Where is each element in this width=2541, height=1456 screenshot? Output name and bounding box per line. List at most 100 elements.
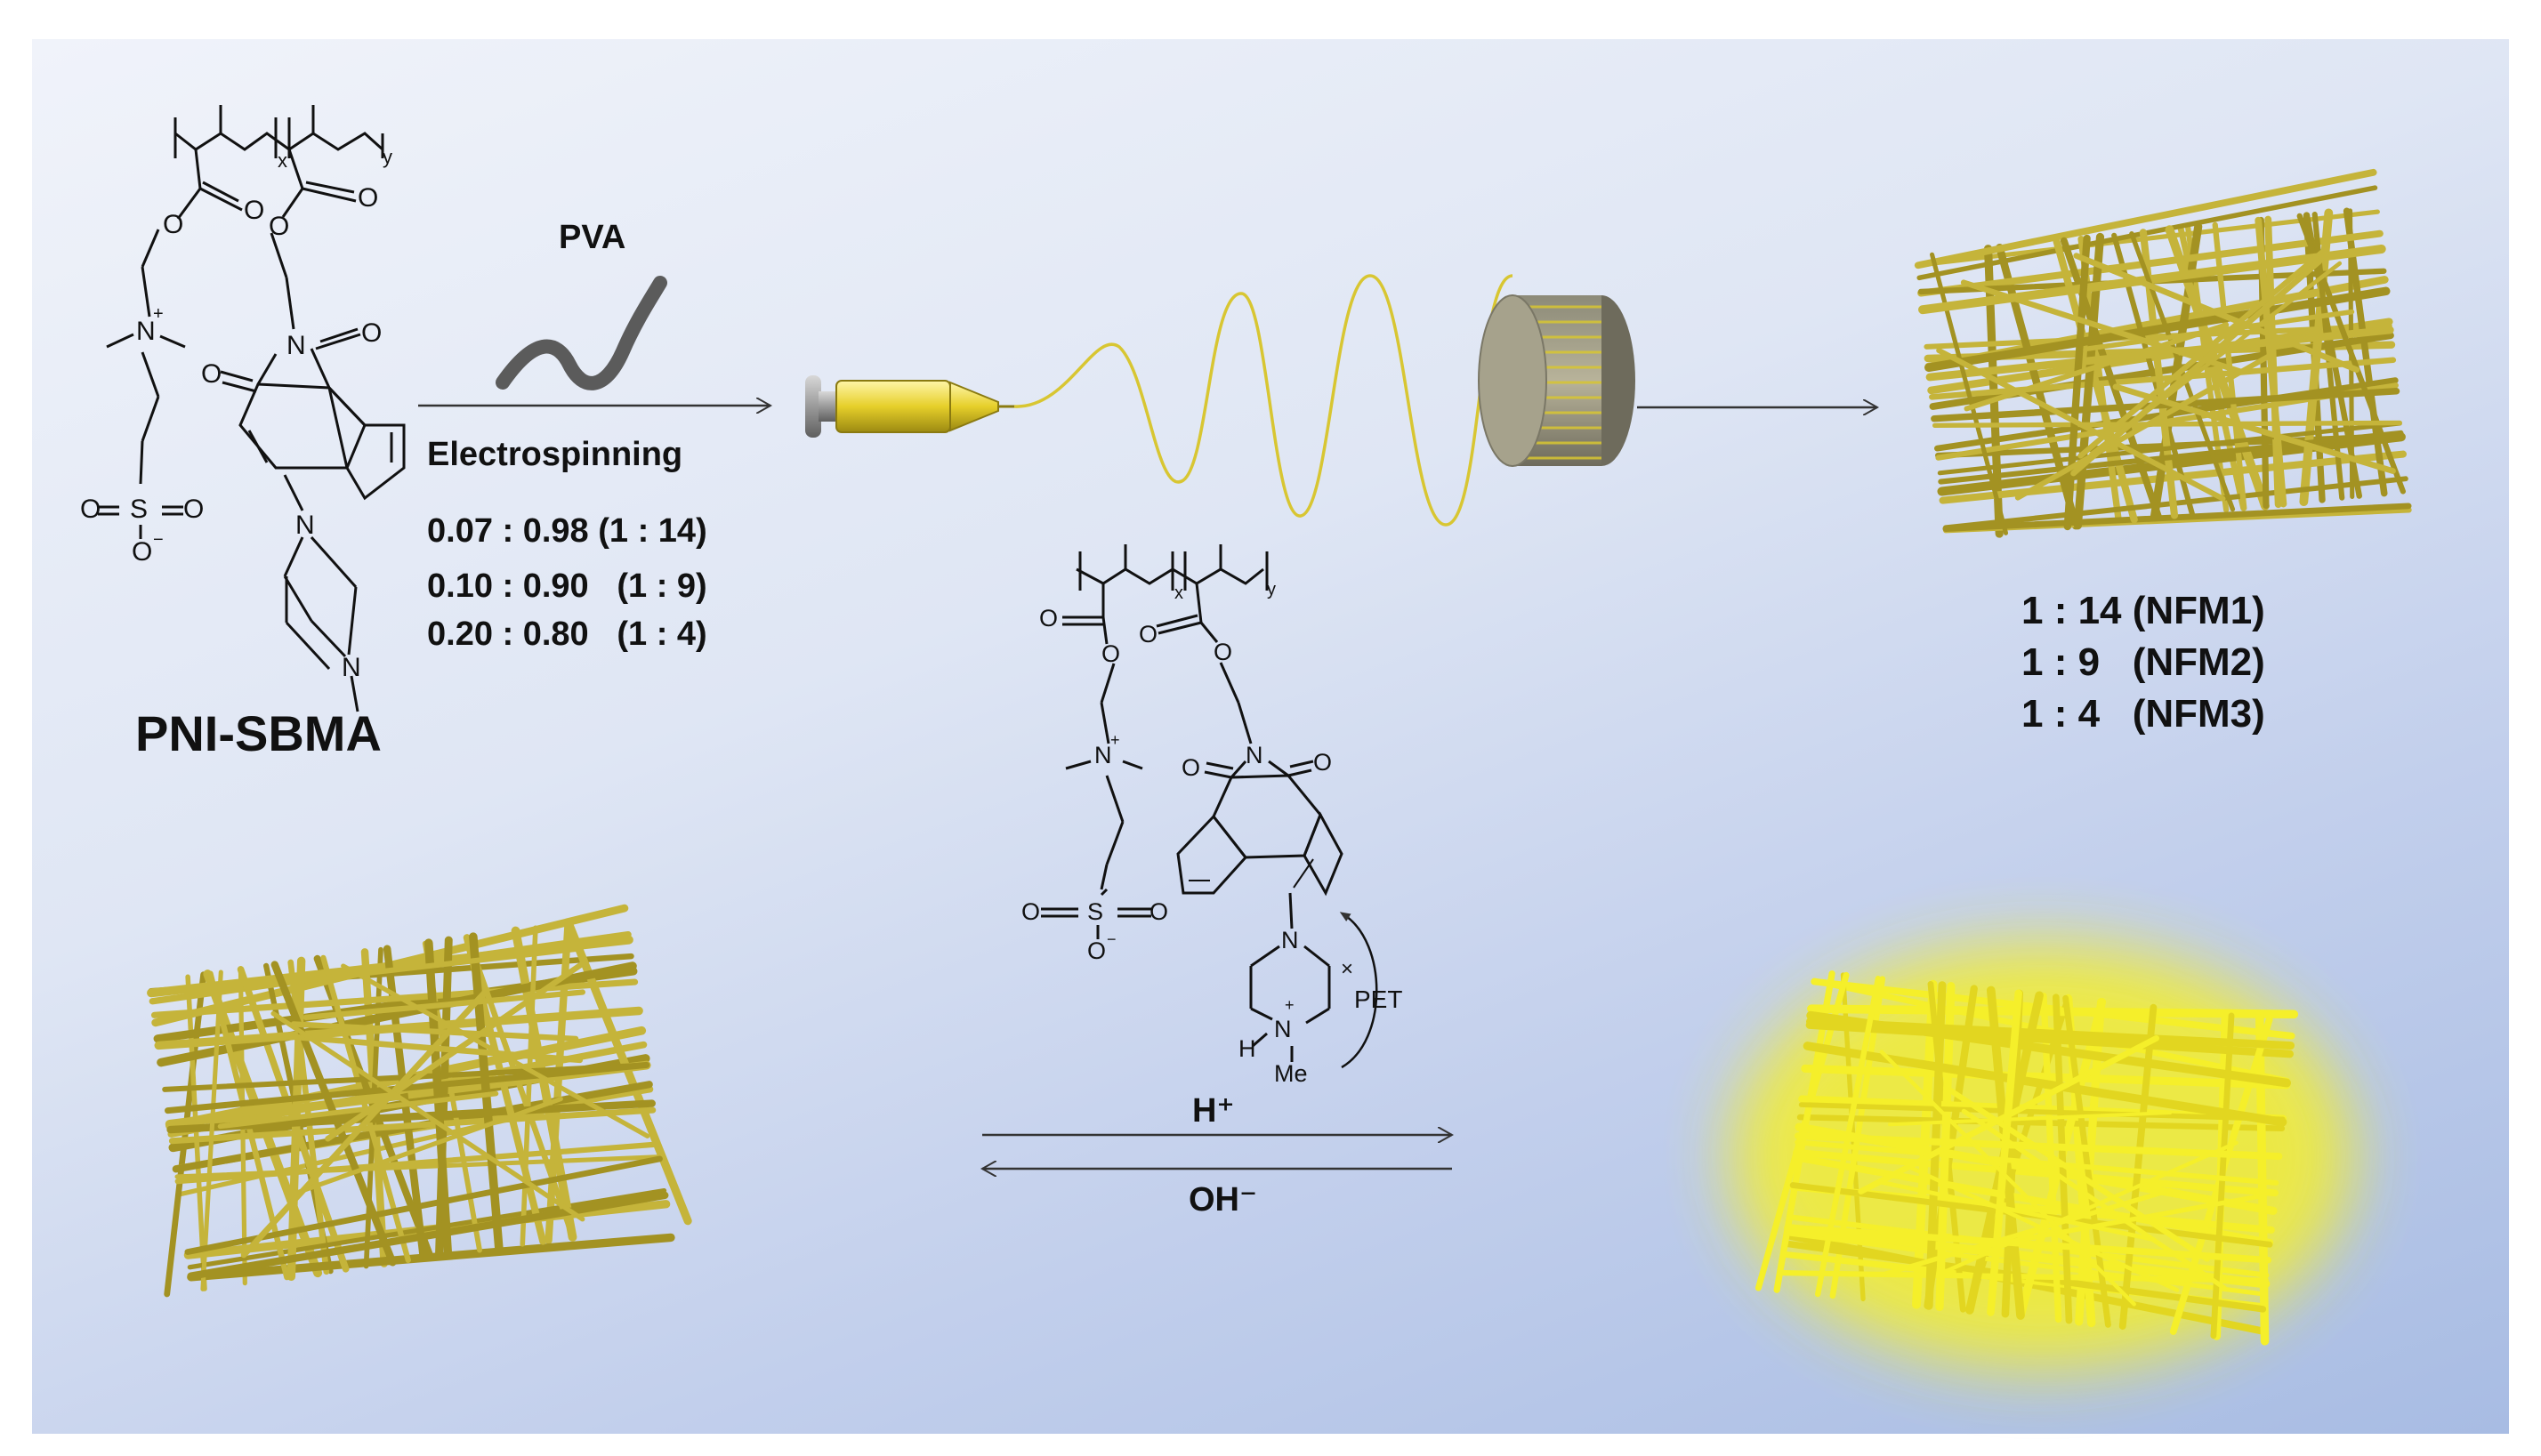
- fiber: [1918, 244, 2386, 315]
- fiber: [520, 925, 538, 1247]
- fiber: [2063, 234, 2091, 531]
- fiber: [293, 1034, 584, 1064]
- collector-drum: [1478, 294, 1635, 467]
- nanofiber-membrane-fluorescent: [1754, 970, 2299, 1346]
- fiber: [2343, 207, 2388, 497]
- atom-n-mid-2: N: [1246, 742, 1263, 768]
- fiber: [1917, 229, 2384, 297]
- nanofiber-membrane-left: [147, 904, 692, 1298]
- fiber: [2053, 993, 2073, 1324]
- atom-o-left-8: O: [183, 495, 205, 524]
- fiber: [270, 1010, 585, 1222]
- fiber: [184, 1155, 663, 1255]
- atom-o-left-3: O: [358, 183, 379, 213]
- fiber: [290, 1021, 579, 1042]
- protonated-structure: [1041, 544, 1378, 1069]
- reverse-reagent-label: OH⁻: [1189, 1181, 1258, 1219]
- atom-me-mid: Me: [1274, 1060, 1308, 1087]
- electrospun-jet: [1013, 274, 1513, 527]
- fiber: [1792, 1154, 2274, 1246]
- fiber: [187, 1187, 667, 1270]
- atom-o-left-9: O: [132, 537, 153, 567]
- nanofiber-membrane-top: [1914, 168, 2412, 538]
- atom-n-mid-4: N: [1274, 1016, 1292, 1042]
- fiber: [200, 969, 223, 1291]
- feed-ratio-2: 0.10 : 0.90 (1 : 9): [427, 567, 707, 605]
- fiber: [1960, 279, 2245, 375]
- atom-o-mid-6: O: [1313, 749, 1333, 776]
- atom-minus-left: −: [153, 530, 164, 550]
- atom-plus-left-1: +: [153, 304, 164, 324]
- atom-s-left: S: [130, 495, 149, 524]
- atom-o-left-6: O: [201, 359, 222, 389]
- atom-plus-mid-1: +: [1110, 731, 1120, 749]
- fiber: [165, 1061, 650, 1114]
- atom-y-mid: y: [1267, 580, 1276, 599]
- atom-o-left-1: O: [244, 196, 265, 225]
- pva-label: PVA: [559, 219, 626, 256]
- fiber: [2255, 216, 2287, 508]
- fiber: [1964, 322, 2230, 412]
- atom-minus-mid: −: [1107, 930, 1117, 948]
- atom-x-left: x: [278, 149, 287, 172]
- fiber: [1807, 1004, 2299, 1019]
- atom-o-mid-1: O: [1039, 605, 1059, 631]
- atom-x-mid: x: [1174, 583, 1183, 603]
- atom-o-left-7: O: [80, 495, 101, 524]
- fiber: [168, 1106, 657, 1145]
- atom-o-left-5: O: [361, 318, 383, 348]
- fiber: [1815, 976, 1882, 1298]
- fiber: [1941, 1140, 2238, 1275]
- atom-plus-mid-2: +: [1285, 996, 1295, 1014]
- fiber: [1943, 1084, 2210, 1262]
- fiber: [217, 1090, 499, 1130]
- pet-label: PET: [1354, 985, 1403, 1013]
- fiber: [240, 986, 490, 1259]
- fiber: [1780, 1270, 2269, 1283]
- fiber: [166, 1099, 656, 1134]
- fiber: [325, 960, 586, 1142]
- atom-n-left-1: N: [136, 317, 156, 346]
- fiber: [1938, 430, 2404, 485]
- fiber: [187, 1191, 669, 1280]
- fiber: [150, 978, 639, 1018]
- polymer-name: PNI-SBMA: [135, 705, 382, 761]
- fiber: [464, 934, 577, 1241]
- fiber: [1925, 326, 2394, 382]
- membrane-label-3: 1 : 4 (NFM3): [2021, 692, 2265, 736]
- atom-o-mid-9: O: [1087, 937, 1107, 964]
- fiber: [1805, 1018, 2295, 1050]
- pva-chain: [496, 276, 667, 390]
- atom-y-left: y: [383, 146, 392, 168]
- fiber: [1961, 1108, 2227, 1291]
- fiber: [2077, 245, 2330, 459]
- fiber: [1908, 1165, 2180, 1292]
- atom-n-left-3: N: [295, 511, 315, 540]
- fiber: [300, 945, 582, 984]
- fiber: [187, 1233, 675, 1282]
- fiber: [1937, 421, 2402, 476]
- atom-n-left-2: N: [286, 331, 306, 360]
- syringe: [805, 375, 1014, 438]
- membrane-label-2: 1 : 9 (NFM2): [2021, 640, 2265, 684]
- atom-o-mid-8: O: [1150, 898, 1169, 925]
- fiber: [1924, 286, 2391, 373]
- atom-h-mid: H: [1238, 1035, 1256, 1062]
- fiber: [1914, 168, 2377, 269]
- pni-sbma-structure: [98, 105, 406, 712]
- fiber: [174, 1141, 661, 1185]
- pet-blocked-cross: ×: [1341, 957, 1354, 981]
- fiber: [1916, 185, 2378, 281]
- atom-n-mid-3: N: [1281, 927, 1299, 953]
- atom-o-mid-2: O: [1101, 640, 1121, 667]
- fiber: [2073, 253, 2360, 373]
- fiber: [511, 926, 577, 1242]
- fiber: [1878, 1179, 2157, 1243]
- membrane-label-1: 1 : 14 (NFM1): [2021, 589, 2265, 632]
- atom-o-mid-4: O: [1214, 639, 1233, 665]
- fiber: [2085, 309, 2355, 351]
- atom-s-mid: S: [1087, 898, 1104, 925]
- fiber: [1796, 1114, 2286, 1132]
- atom-n-left-4: N: [342, 653, 361, 682]
